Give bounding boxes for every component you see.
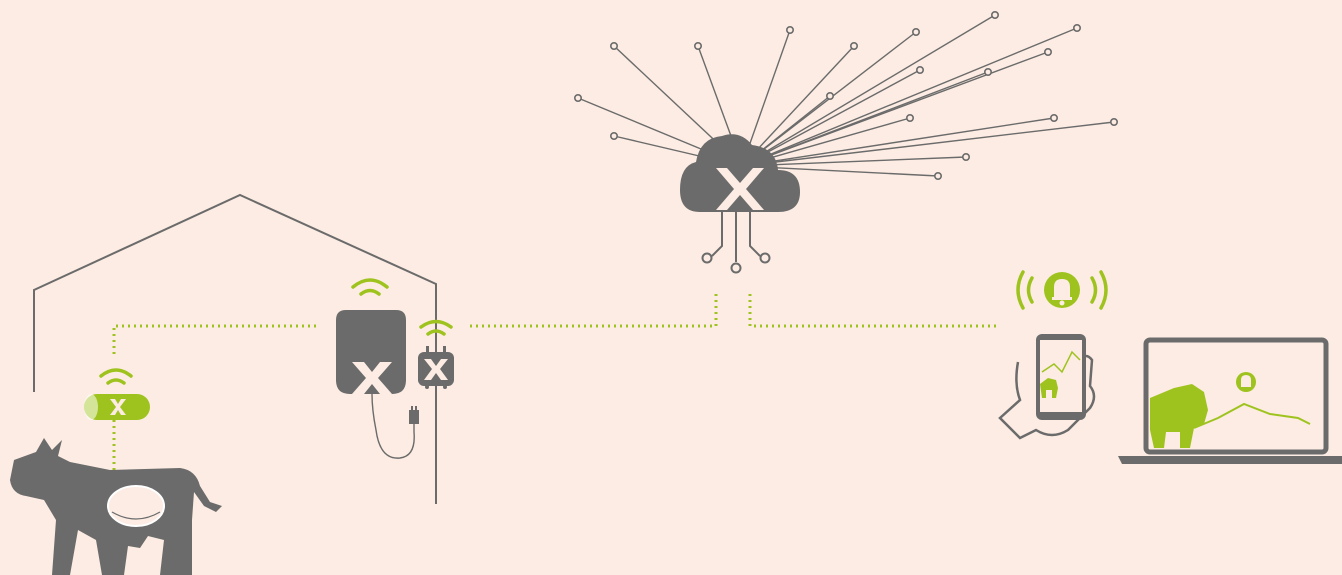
network-spoke <box>742 28 1077 166</box>
network-node-icon <box>1074 25 1080 31</box>
network-node-icon <box>611 133 617 139</box>
network-node-icon <box>611 43 617 49</box>
laptop-cow-icon <box>1150 384 1208 448</box>
network-spoke <box>742 118 1054 166</box>
wifi-signal-station <box>353 280 387 294</box>
network-node-icon <box>963 154 969 160</box>
circuit-connector-icon <box>703 212 770 273</box>
network-nodes <box>575 12 1117 179</box>
laptop-icon <box>1118 340 1342 464</box>
network-node-icon <box>917 67 923 73</box>
network-node-icon <box>913 29 919 35</box>
link-cloud-to-gateway <box>470 294 716 326</box>
network-spoke <box>742 15 995 166</box>
network-node-icon <box>1111 119 1117 125</box>
network-node-icon <box>827 93 833 99</box>
cow-icon <box>10 438 222 575</box>
bell-alert-icon <box>1018 272 1106 308</box>
power-adapter-icon <box>372 394 419 458</box>
network-node-icon <box>695 43 701 49</box>
network-node-icon <box>985 69 991 75</box>
gateway-icon <box>418 346 454 389</box>
network-node-icon <box>1045 49 1051 55</box>
network-node-icon <box>851 43 857 49</box>
link-station-to-bolus <box>114 326 316 354</box>
rumen-bolus-icon <box>84 394 150 420</box>
network-node-icon <box>1051 115 1057 121</box>
dotted-links <box>114 294 996 520</box>
smartphone-icon <box>1000 334 1094 438</box>
wifi-signal-bolus <box>101 370 131 383</box>
link-cloud-to-phone <box>750 294 996 326</box>
network-node-icon <box>935 173 941 179</box>
rumen-icon <box>108 486 164 526</box>
network-node-icon <box>575 95 581 101</box>
network-node-icon <box>907 115 913 121</box>
base-station-icon <box>336 310 406 394</box>
network-node-icon <box>787 27 793 33</box>
network-node-icon <box>992 12 998 18</box>
cloud-icon <box>680 134 800 212</box>
